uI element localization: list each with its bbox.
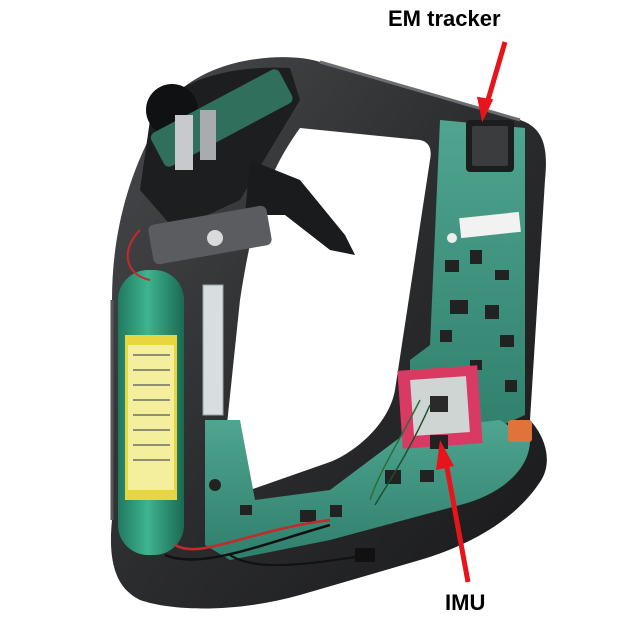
imu-arrow	[436, 440, 471, 583]
imu-label: IMU	[445, 590, 486, 615]
imu-board	[397, 365, 483, 449]
trigger-assembly	[140, 67, 355, 265]
orange-connector	[508, 420, 532, 442]
main-pcb	[410, 120, 525, 440]
ribbon-cable	[202, 284, 224, 416]
wiring	[126, 229, 431, 567]
lower-pcb	[205, 420, 530, 560]
em-tracker-sensor	[466, 120, 514, 172]
em-tracker-arrow	[476, 41, 508, 123]
em-tracker-label: EM tracker	[388, 6, 501, 31]
battery	[118, 270, 184, 555]
